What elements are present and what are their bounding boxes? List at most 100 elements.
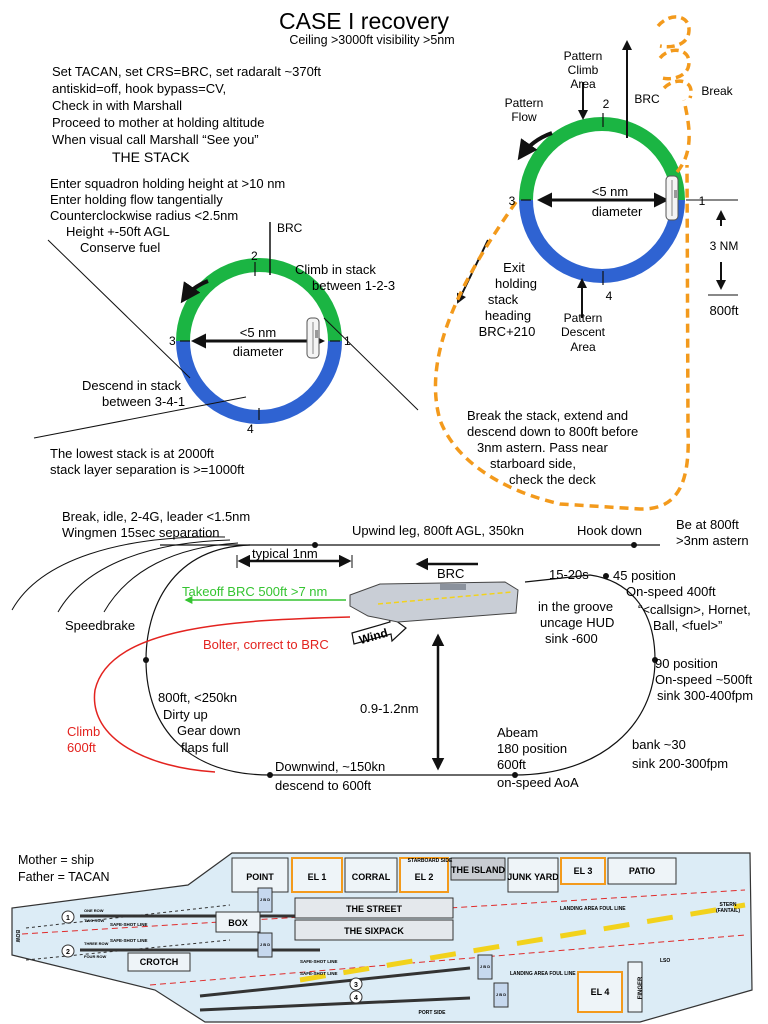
break-stack-line: check the deck — [509, 472, 596, 487]
stack-entry-line-right — [323, 317, 419, 411]
speedbrake-marker — [143, 657, 149, 663]
break-stack-line: 3nm astern. Pass near — [477, 440, 608, 455]
area-el4-box — [577, 971, 623, 1013]
hook-down-label: Hook down — [577, 523, 642, 538]
deck-area-label: EL 4 — [591, 987, 610, 997]
pos90-marker — [652, 657, 658, 663]
abeam-note: 600ft — [497, 757, 526, 772]
bow-label: BOW — [14, 930, 20, 943]
pattern-altitude-label: 800ft — [710, 303, 739, 318]
deck-area-label: PATIO — [629, 866, 655, 876]
jbd-marker — [257, 932, 273, 958]
row-line — [25, 939, 231, 961]
pattern-diameter-label: diameter — [592, 204, 643, 219]
landing-labels: Break, idle, 2-4G, leader <1.5nm Wingmen… — [62, 509, 753, 793]
pattern-flow-arrow — [517, 131, 553, 161]
deck-area-label: BOX — [228, 918, 248, 928]
stack-entry-line-bottom — [33, 396, 247, 439]
pattern-climb-label: Climb — [568, 63, 599, 77]
pattern-descent-label: Descent — [561, 325, 606, 339]
break-turn-arc — [103, 542, 239, 613]
landing-centerline — [299, 902, 746, 983]
pos45-marker — [603, 573, 609, 579]
row-label: ONE ROW — [84, 908, 104, 913]
area-box-box — [215, 911, 261, 933]
stack-descend-note: Descend in stack — [82, 378, 181, 393]
break-loop — [656, 15, 691, 49]
row-label: TWO ROW — [84, 918, 104, 923]
pattern-exit-label: stack — [488, 292, 519, 307]
catapult-track — [199, 996, 471, 1012]
area-corral-box — [344, 857, 398, 893]
page-subtitle: Ceiling >3000ft visibility >5nm — [289, 33, 454, 47]
area-el1-box — [291, 857, 343, 893]
stack-rule: Height +-50ft AGL — [66, 224, 170, 239]
port-label: PORT SIDE — [419, 1010, 447, 1016]
row-label: THREE ROW — [84, 941, 109, 946]
upwind-label: Upwind leg, 800ft AGL, 350kn — [352, 523, 524, 538]
catapult-number: 4 — [354, 995, 358, 1002]
pattern-climb-label: Area — [570, 77, 596, 91]
pos90-note: sink 300-400fpm — [657, 688, 753, 703]
pattern-ring — [433, 15, 738, 511]
area-sixpack-box — [294, 919, 454, 941]
stack-point-3: 3 — [169, 334, 176, 348]
stack-lowest-note: The lowest stack is at 2000ft — [50, 446, 214, 461]
stack-diameter-label: <5 nm — [240, 325, 277, 340]
catapult-3-marker — [349, 977, 363, 991]
pattern-ring-climb-half — [519, 117, 685, 201]
pattern-distance-label: 3 NM — [710, 239, 739, 253]
speedbrake-label: Speedbrake — [65, 618, 135, 633]
downwind-config: Dirty up — [163, 707, 208, 722]
pattern-descent-path — [433, 164, 690, 511]
typical-label: typical 1nm — [252, 546, 318, 561]
break-turn-arc — [57, 539, 231, 613]
pattern-climb-label: Pattern — [564, 49, 603, 63]
break-loop — [658, 48, 691, 81]
pattern-labels: Pattern Climb Area Pattern Flow BRC Brea… — [479, 49, 739, 354]
pattern-descent-label: Area — [570, 340, 596, 354]
stack-rule: Counterclockwise radius <2.5nm — [50, 208, 238, 223]
pattern-diameter-label: <5 nm — [592, 184, 629, 199]
takeoff-label: Takeoff BRC 500ft >7 nm — [182, 584, 327, 599]
deck-area-label: JUNK YARD — [507, 872, 559, 882]
climb-label: 600ft — [67, 740, 96, 755]
area-finger-box — [627, 961, 643, 1013]
landing-brc-label: BRC — [437, 566, 464, 581]
downwind-label: descend to 600ft — [275, 778, 372, 793]
pos45-note: On-speed 400ft — [626, 584, 716, 599]
jbd-marker — [477, 954, 493, 980]
jbd-label: J B D — [496, 992, 506, 997]
deck-area-label: THE ISLAND — [451, 865, 506, 875]
pattern-point-1: 1 — [699, 194, 706, 208]
pos90-note: 90 position — [655, 656, 718, 671]
stack-ring-climb-half — [176, 258, 342, 342]
catapult-1-marker — [61, 910, 75, 924]
pattern-flow-label: Pattern — [505, 96, 544, 110]
wind-label: Wind — [357, 626, 389, 648]
pattern-exit-label: holding — [495, 276, 537, 291]
spacing-label: 0.9-1.2nm — [360, 701, 419, 716]
stack-rules: Enter squadron holding height at >10 nm … — [50, 176, 285, 255]
break-loop — [662, 79, 693, 99]
catapult-number: 2 — [66, 949, 70, 956]
deck-labels: POINT EL 1 CORRAL EL 2 THE ISLAND JUNK Y… — [14, 858, 740, 1016]
procedure-line: Set TACAN, set CRS=BRC, set radaralt ~37… — [52, 64, 321, 79]
stack-ring — [176, 222, 342, 424]
deck-area-label: CORRAL — [352, 872, 391, 882]
stern-label: STERN — [720, 902, 737, 908]
upwind-marker — [312, 542, 318, 548]
stack-rule: Enter squadron holding height at >10 nm — [50, 176, 285, 191]
safe-shot-label: SAFE-SHOT LINE — [300, 971, 338, 976]
legend-mother: Mother = ship — [18, 853, 94, 867]
abeam-note: 180 position — [497, 741, 567, 756]
area-crotch-box — [127, 952, 191, 972]
safe-shot-label: SAFE-SHOT LINE — [300, 959, 338, 964]
procedure-line: When visual call Marshall “See you” — [52, 132, 259, 147]
stack-rule: Conserve fuel — [80, 240, 160, 255]
jbd-label: J B D — [480, 964, 490, 969]
stack-lowest-note: stack layer separation is >=1000ft — [50, 462, 245, 477]
foul-line-label: LANDING AREA FOUL LINE — [510, 971, 576, 977]
downwind-config: flaps full — [181, 740, 229, 755]
